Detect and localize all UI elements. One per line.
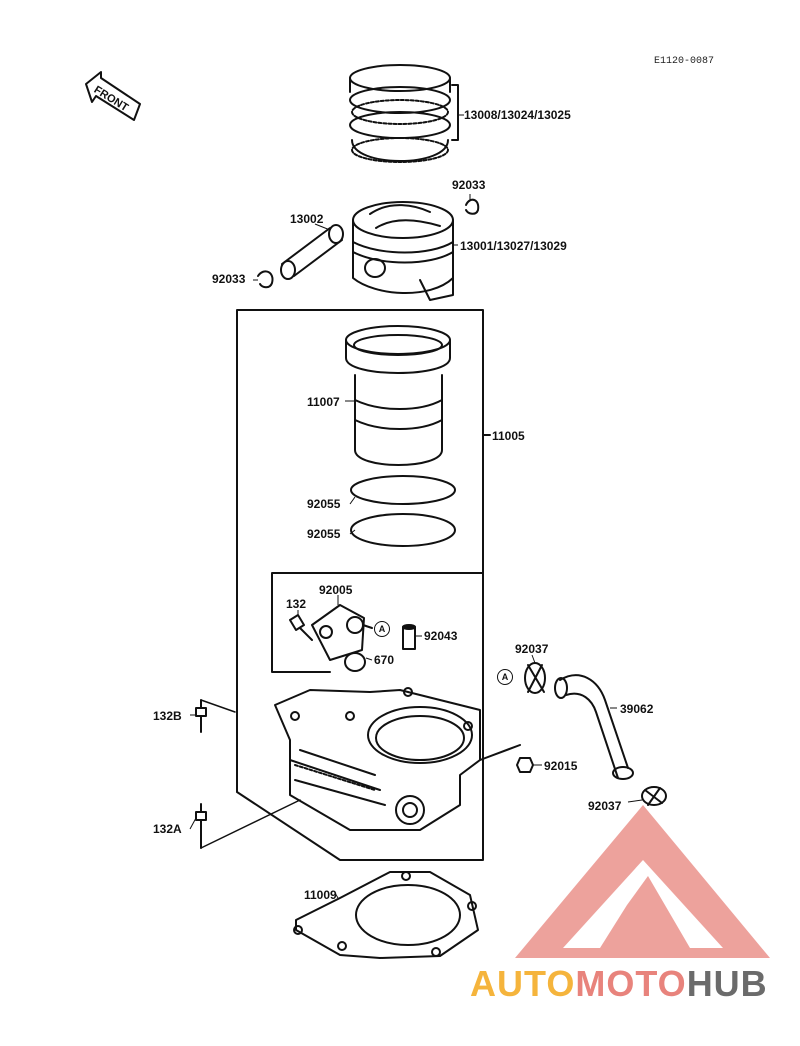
ref-mark-a-2: A bbox=[497, 669, 513, 685]
label-gasket: 11009 bbox=[304, 888, 337, 902]
label-hose: 39062 bbox=[620, 702, 654, 716]
label-dowel: 92043 bbox=[424, 629, 458, 643]
hose-clamp-2-icon bbox=[641, 786, 667, 806]
label-cylinder-assy: 11005 bbox=[492, 429, 525, 443]
watermark-part-3: HUB bbox=[686, 963, 768, 1004]
cylinder-gasket-icon bbox=[293, 871, 479, 959]
label-clip-top: 92033 bbox=[452, 178, 486, 192]
leader-lines bbox=[189, 114, 643, 899]
bolt-132b-icon bbox=[195, 699, 207, 733]
label-fitting: 92005 bbox=[319, 583, 353, 597]
front-arrow-icon bbox=[85, 71, 141, 121]
dowel-pin-icon bbox=[402, 624, 416, 650]
watermark-text: AUTOMOTOHUB bbox=[470, 963, 768, 1005]
label-bolt-132b: 132B bbox=[153, 709, 182, 723]
cylinder-liner-icon bbox=[345, 325, 451, 466]
label-oring-670: 670 bbox=[374, 653, 395, 667]
piston-rings-icon bbox=[349, 64, 459, 163]
cylinder-block-icon bbox=[274, 687, 521, 831]
label-clip-left: 92033 bbox=[212, 272, 246, 286]
watermark-part-1: AUTO bbox=[470, 963, 576, 1004]
label-oring-1: 92055 bbox=[307, 497, 341, 511]
label-oring-2: 92055 bbox=[307, 527, 341, 541]
piston-pin-icon bbox=[280, 224, 344, 280]
label-bolt-132: 132 bbox=[286, 597, 307, 611]
nut-icon bbox=[516, 757, 534, 773]
oring-icon bbox=[350, 513, 456, 547]
coolant-hose-icon bbox=[554, 674, 634, 780]
label-clamp-2: 92037 bbox=[588, 799, 622, 813]
diagram-code: E1120-0087 bbox=[654, 56, 715, 67]
bolt-icon bbox=[289, 614, 313, 641]
piston-icon bbox=[352, 201, 454, 301]
watermark-logo-icon bbox=[515, 805, 770, 958]
label-clamp-1: 92037 bbox=[515, 642, 549, 656]
watermark-part-2: MOTO bbox=[575, 963, 687, 1004]
circlip-left-icon bbox=[257, 270, 274, 289]
ref-mark-a-1: A bbox=[374, 621, 390, 637]
label-piston: 13001/13027/13029 bbox=[460, 239, 567, 253]
label-rings: 13008/13024/13025 bbox=[464, 108, 571, 122]
oring-icon bbox=[350, 475, 456, 505]
label-pin: 13002 bbox=[290, 212, 324, 226]
bolt-132a-icon bbox=[195, 803, 207, 837]
label-bolt-132a: 132A bbox=[153, 822, 182, 836]
cylinder-assembly-bracket bbox=[236, 309, 491, 861]
label-liner: 11007 bbox=[307, 395, 340, 409]
circlip-icon bbox=[465, 198, 480, 215]
label-nut: 92015 bbox=[544, 759, 578, 773]
hose-clamp-icon bbox=[524, 662, 546, 694]
water-fitting-icon bbox=[311, 604, 373, 661]
oring-small-icon bbox=[344, 652, 366, 672]
